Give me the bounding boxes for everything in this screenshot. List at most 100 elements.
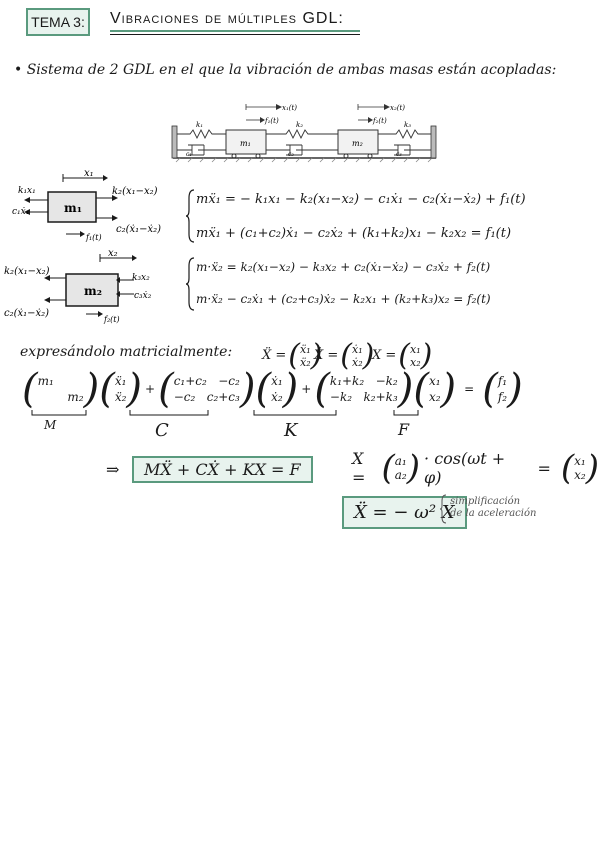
label-F: F <box>398 420 410 439</box>
fig-k1: k₁ <box>196 121 203 129</box>
mass-m1-block <box>225 129 267 155</box>
plus-2: + <box>301 382 312 396</box>
plus-1: + <box>145 382 156 396</box>
page-title: Vibraciones de múltiples GDL: <box>110 10 344 27</box>
fbd1-right-top: k₂(x₁−x₂) <box>112 186 158 197</box>
equation-1b: mẍ₁ + (c₁+c₂)ẋ₁ − c₂ẋ₂ + (k₁+k₂)x₁ − k₂x… <box>196 226 512 241</box>
solution-a1: a₁ <box>394 454 407 468</box>
fig-f1: f₁(t) <box>264 117 279 125</box>
matrix-equation: ( m₁ m₂ ) ( ẍ₁ ẍ₂ ) + ( c₁+c₂ −c₂ −c₂ c₂… <box>22 366 523 412</box>
def-xdd-top: ẍ₁ <box>300 342 311 356</box>
equals-1: = <box>464 382 475 396</box>
def-x-bot: x₂ <box>410 355 421 369</box>
solution-X-lhs: X = <box>352 449 366 487</box>
C-vec-bot: ẋ₂ <box>271 390 283 404</box>
fbd-mass-1: x₁ m₁ k₁x₁ c₁ẋ₁ k₂(x₁−x₂) c₂(ẋ₁−ẋ₂) f₁(t… <box>12 168 161 242</box>
note-brace <box>440 494 447 524</box>
def-x-lhs: X = <box>372 348 397 363</box>
fig-c1: c₁ <box>186 151 192 158</box>
fbd2-right-top: k₃x₂ <box>132 273 150 283</box>
note-line-2: de la aceleración <box>450 508 537 519</box>
acceleration-note: simplificación de la aceleración <box>450 496 536 520</box>
def-xdd-lhs: Ẍ = <box>262 348 287 363</box>
brace-eq2 <box>186 257 195 311</box>
harmonic-solution: X = ( a₁ a₂ ) · cos(ωt + φ) = ( x₁ x₂ ) <box>352 448 599 488</box>
F-row2: f₂ <box>497 390 508 404</box>
damper-c3 <box>378 144 431 156</box>
fig-c2: c₂ <box>288 151 294 158</box>
label-C: C <box>155 420 169 441</box>
acceleration-box: Ẍ = − ω² X <box>342 496 467 529</box>
fig-x2: x₂(t) <box>390 104 405 112</box>
def-xdd: Ẍ = ( ẍ₁ ẍ₂ ) <box>262 338 322 373</box>
fbd1-left-bottom: c₁ẋ₁ <box>12 207 29 217</box>
fbd1-mass-label: m₁ <box>64 201 82 215</box>
equation-2a: m·ẍ₂ = k₂(x₁−x₂) − k₃x₂ + c₂(ẋ₁−ẋ₂) − c₃… <box>196 260 491 274</box>
matrix-underbraces <box>31 410 419 416</box>
intro-text: • Sistema de 2 GDL en el que la vibració… <box>14 62 594 78</box>
def-xdd-paren-r: ) <box>310 338 323 373</box>
fig-m2-label: m₂ <box>352 139 363 148</box>
fbd2-mass-block <box>65 273 119 307</box>
spring-k1 <box>177 128 226 140</box>
M-vec-bot: ẍ₂ <box>114 390 127 404</box>
K-row2: −k₂ k₂+k₃ <box>329 390 398 404</box>
fbd2-mass-label: m₂ <box>84 284 102 298</box>
fig-c3: c₃ <box>396 151 402 158</box>
label-M: M <box>44 418 57 432</box>
fbd1-left-top: k₁x₁ <box>18 186 36 196</box>
fbd1-force: f₁(t) <box>85 233 102 242</box>
fbd-mass-2: x₂ m₂ k₂(x₁−x₂) c₂(ẋ₁−ẋ₂) k₃x₂ c₃ẋ₂ f₂(t… <box>4 248 152 324</box>
brace-eq1 <box>186 189 195 243</box>
solution-a2: a₂ <box>394 468 407 482</box>
equation-of-motion-box: MẌ + CẊ + KX = F <box>132 456 313 483</box>
implies-arrow: ⇒ <box>106 460 120 479</box>
M-row1: m₁ <box>37 374 54 388</box>
C-row1: c₁+c₂ −c₂ <box>173 374 240 388</box>
fig-k3: k₃ <box>404 121 411 129</box>
mass-m2-block <box>337 129 379 155</box>
K-row1: k₁+k₂ −k₂ <box>329 374 398 388</box>
def-xdd-bot: ẍ₂ <box>300 355 311 369</box>
fbd2-x-label: x₂ <box>108 248 118 259</box>
K-vec-top: x₁ <box>428 374 441 388</box>
fig-f2: f₂(t) <box>372 117 387 125</box>
spring-k3 <box>378 128 431 140</box>
def-x-top: x₁ <box>410 342 421 356</box>
def-xdd-paren-l: ( <box>288 338 300 373</box>
tema-label: TEMA 3: <box>26 8 90 36</box>
fig-k2: k₂ <box>296 121 303 129</box>
def-x: X = ( x₁ x₂ ) <box>372 338 433 373</box>
fbd1-x-label: x₁ <box>84 168 94 179</box>
fig-x1: x₁(t) <box>282 104 297 112</box>
fig-m1-label: m₁ <box>240 139 251 148</box>
fbd1-right-bottom: c₂(ẋ₁−ẋ₂) <box>116 224 161 235</box>
label-K: K <box>284 420 298 441</box>
matrix-intro-label: expresándolo matricialmente: <box>20 344 233 360</box>
solution-x1: x₁ <box>574 454 586 468</box>
equation-1a: mẍ₁ = − k₁x₁ − k₂(x₁−x₂) − c₁ẋ₁ − c₂(ẋ₁−… <box>196 192 526 207</box>
fbd2-left-bottom: c₂(ẋ₁−ẋ₂) <box>4 308 49 319</box>
fbd2-left-top: k₂(x₁−x₂) <box>4 266 50 277</box>
bullet: • <box>14 62 23 78</box>
spring-k2 <box>266 128 338 140</box>
solution-x2: x₂ <box>574 468 586 482</box>
C-row2: −c₂ c₂+c₃ <box>173 390 240 404</box>
equation-2b: m·ẍ₂ − c₂ẋ₁ + (c₂+c₃)ẋ₂ − k₂x₁ + (k₂+k₃)… <box>196 292 491 306</box>
two-dof-figure: m₁ m₂ k₁ k₂ k₃ c₁ c₂ c₃ x₁(t) f₁(t) x₂(t… <box>171 104 437 163</box>
title-underline-black <box>110 34 360 35</box>
damper-c1 <box>177 144 226 156</box>
solution-cos: · cos(ωt + φ) <box>424 449 506 487</box>
F-row1: f₁ <box>497 374 508 388</box>
def-xd-lhs: Ẋ = <box>314 348 339 363</box>
def-xd-bot: ẋ₂ <box>352 355 363 369</box>
M-vec-top: ẍ₁ <box>114 374 127 388</box>
def-xd: Ẋ = ( ẋ₁ ẋ₂ ) <box>314 338 375 373</box>
def-xd-top: ẋ₁ <box>352 342 363 356</box>
K-vec-bot: x₂ <box>428 390 441 404</box>
fbd1-mass-block <box>47 191 97 223</box>
intro-sentence: Sistema de 2 GDL en el que la vibración … <box>26 62 557 78</box>
solution-equals: = <box>537 458 551 478</box>
C-vec-top: ẋ₁ <box>271 374 283 388</box>
fbd2-force: f₂(t) <box>103 315 120 324</box>
